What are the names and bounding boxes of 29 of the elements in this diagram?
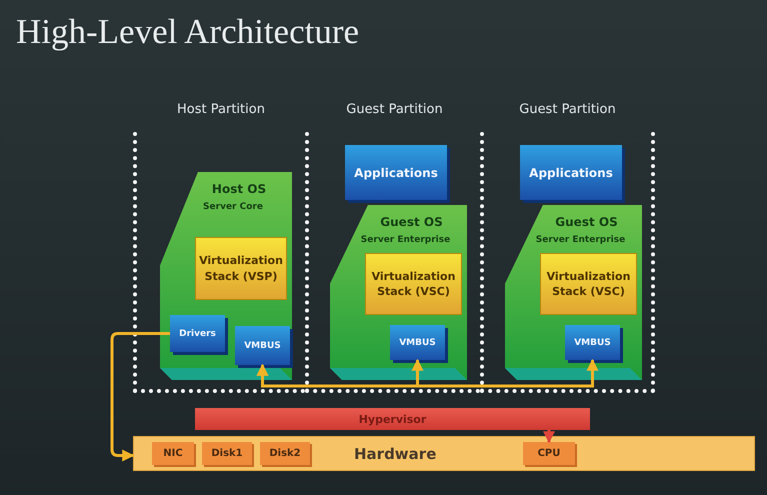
hypervisor-bar: Hypervisor <box>195 408 590 430</box>
connector-arrow <box>110 332 170 462</box>
device-block: Disk1 <box>202 442 252 465</box>
hardware-label: Hardware <box>354 445 436 463</box>
virtualization-stack-block: Virtualization Stack (VSC) <box>540 253 637 315</box>
partition-heading: Guest Partition <box>345 102 444 117</box>
connector-arrow <box>543 430 555 444</box>
hardware-bar <box>133 436 755 471</box>
connector-arrow <box>256 358 598 388</box>
partition-heading: Host Partition <box>176 102 266 117</box>
os-edition: Server Enterprise <box>360 235 452 245</box>
device-block: NIC <box>152 442 194 465</box>
component-block: VMBUS <box>235 326 290 365</box>
virtualization-stack-block: Virtualization Stack (VSC) <box>365 253 462 315</box>
os-edition: Server Enterprise <box>534 235 626 245</box>
os-heading: Host OS <box>210 182 268 196</box>
component-block: Drivers <box>170 315 225 352</box>
virtualization-stack-block: Virtualization Stack (VSP) <box>195 237 287 300</box>
device-block: CPU <box>523 442 575 465</box>
os-heading: Guest OS <box>379 215 444 229</box>
diagram-title: High-Level Architecture <box>16 12 360 52</box>
component-block: VMBUS <box>390 325 445 360</box>
applications-block: Applications <box>520 145 622 200</box>
component-block: VMBUS <box>565 325 620 360</box>
applications-block: Applications <box>345 145 447 200</box>
os-edition: Server Core <box>202 202 264 212</box>
device-block: Disk2 <box>260 442 310 465</box>
os-heading: Guest OS <box>554 215 619 229</box>
partition-heading: Guest Partition <box>518 102 617 117</box>
